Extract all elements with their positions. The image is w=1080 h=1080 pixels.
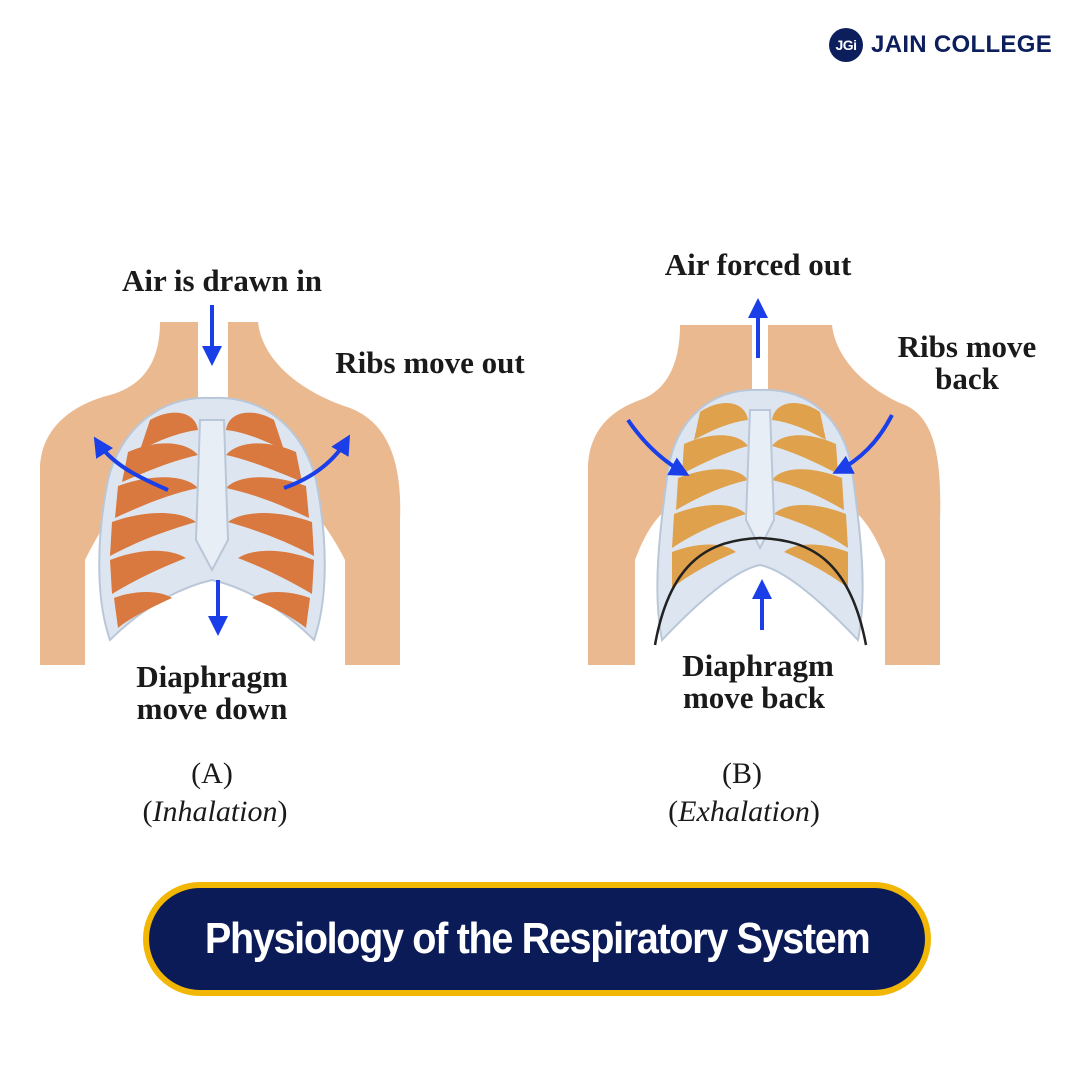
banner-title: Physiology of the Respiratory System <box>204 914 871 963</box>
ribs-back-arrow-right <box>832 414 894 474</box>
panel-b-letter: (B) <box>722 757 762 790</box>
inhalation-figure <box>40 305 401 665</box>
ribs-out-arrow-right <box>283 434 351 490</box>
sternum-a <box>194 419 230 573</box>
brand-name: JAIN COLLEGE <box>871 31 1052 58</box>
caption-inhalation: Inhalation <box>152 795 278 828</box>
panel-b-caption: (Exhalation) <box>668 795 820 828</box>
label-diaphragm-a-line1: Diaphragm <box>136 659 288 694</box>
breathing-diagram: Air is drawn in Ribs move out Diaphragm … <box>40 247 1037 828</box>
label-diaphragm-a-line2: move down <box>137 691 288 726</box>
exhalation-figure <box>588 298 941 665</box>
label-air-drawn-in: Air is drawn in <box>122 263 322 298</box>
jgi-badge-icon: JGi <box>829 28 864 62</box>
ribs-out-arrow-left <box>93 436 169 492</box>
panel-a-caption: (Inhalation) <box>143 795 288 828</box>
panel-a-letter: (A) <box>191 757 233 790</box>
caption-exhalation: Exhalation <box>677 795 810 828</box>
left-lung-bands-b <box>672 402 748 588</box>
diaphragm-dome-b <box>653 536 868 646</box>
torso-silhouette-a <box>40 322 401 665</box>
label-ribs-move-out: Ribs move out <box>335 345 525 380</box>
label-ribs-move-back-line2: back <box>935 361 1000 396</box>
label-diaphragm-b-line1: Diaphragm <box>682 648 834 683</box>
ribs-back-arrow-left <box>626 418 690 476</box>
right-lung-bands-a <box>226 412 314 628</box>
label-ribs-move-back-line1: Ribs move <box>898 329 1037 364</box>
sternum-b <box>744 409 776 551</box>
brand-logo: JGi JAIN COLLEGE <box>829 28 1052 62</box>
left-lung-bands-a <box>110 412 198 628</box>
title-banner: Physiology of the Respiratory System <box>143 882 931 996</box>
label-diaphragm-b-line2: move back <box>683 680 826 715</box>
label-air-forced-out: Air forced out <box>665 247 852 282</box>
right-lung-bands-b <box>772 402 848 588</box>
